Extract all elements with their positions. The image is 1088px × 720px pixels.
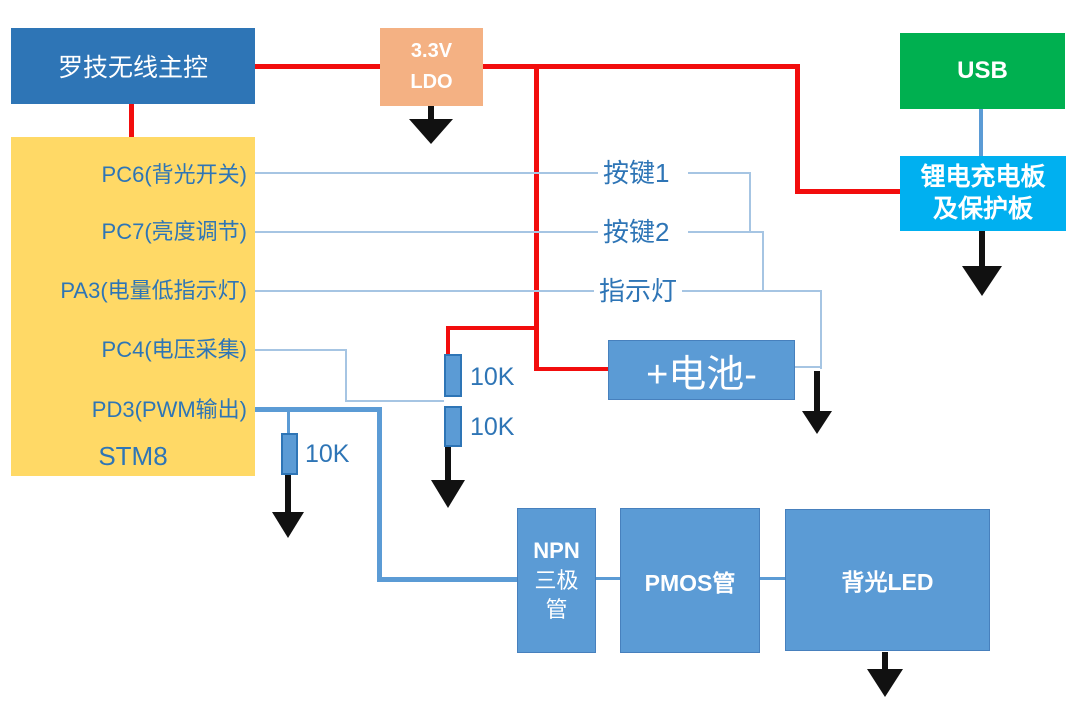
ground-stem [882,652,888,669]
wire-pwm-h1 [255,407,382,412]
wire-pwm-to-npn [377,577,517,582]
wire-indicator-right [680,290,822,292]
ground-stem [814,371,820,411]
ground-head [802,411,832,434]
wire-power-to-divider-h [446,326,539,330]
ground-head [962,266,1002,296]
ldo-line1: 3.3V [410,40,453,62]
ground-stem [285,475,291,512]
mcu-pin-pd3: PD3(PWM输出) [91,397,247,422]
battery-label: +电池- [646,353,757,396]
resistor-divider-top-value: 10K [470,363,515,391]
ground-head [431,480,465,508]
wire-power-branch-down [534,66,539,371]
wire-power-controller-ldo [255,64,380,69]
wire-pmos-led [760,577,785,580]
pmos-label: PMOS管 [644,569,736,596]
ground-head [272,512,304,538]
wire-indicator-down [820,290,822,369]
wire-pa3-left [255,290,596,292]
resistor-divider-bottom-value: 10K [470,413,515,441]
wire-button2-down [762,231,764,292]
mcu-pin-pc7: PC7(亮度调节) [101,219,247,244]
block-wireless-controller: 罗技无线主控 [11,28,255,104]
ground-stem [979,231,985,266]
wire-pc4-h1 [255,349,347,351]
led-label: 背光LED [841,569,934,595]
block-pmos: PMOS管 [620,508,760,653]
block-charger-board: 锂电充电板 及保护板 [900,156,1066,231]
wire-power-to-charger [795,189,900,194]
ground-arrow-icon-divider [431,447,465,508]
net-label-button2: 按键2 [598,217,675,247]
wire-power-to-divider-v [446,326,450,354]
resistor-pwm-pulldown [281,433,298,475]
block-backlight-led: 背光LED [785,509,990,651]
mcu-pin-pc4: PC4(电压采集) [101,337,247,362]
wire-pwm-down [377,407,382,582]
mcu-name-label: STM8 [98,441,168,471]
usb-label: USB [957,57,1008,84]
block-wireless-controller-label: 罗技无线主控 [57,54,208,82]
ground-stem [428,106,434,119]
wire-pc7-left [255,231,600,233]
resistor-pwm-pulldown-value: 10K [305,440,350,468]
ldo-line2: LDO [410,71,453,93]
resistor-divider-top [444,354,462,397]
mcu-pin-pa3: PA3(电量低指示灯) [60,278,247,303]
ground-arrow-icon-ldo [409,106,453,144]
wire-power-ldo-right [483,64,800,69]
resistor-divider-bottom [444,406,462,447]
wire-r3-stem [287,412,290,433]
net-label-button1: 按键1 [598,158,675,188]
block-ldo: 3.3V LDO [380,28,483,106]
block-usb: USB [900,33,1065,109]
block-battery: +电池- [608,340,795,400]
ground-arrow-icon-battery [802,371,832,434]
charger-line1: 锂电充电板 [920,163,1046,192]
wire-power-to-battery [536,367,608,371]
net-label-indicator: 指示灯 [594,276,683,306]
npn-line3: 管 [545,597,568,623]
wire-pc6-right [688,172,751,174]
wire-power-down-right [795,64,800,194]
ground-head [409,119,453,144]
ground-arrow-icon-pwm-pulldown [272,475,304,538]
wire-pc4-to-divider [345,400,444,402]
wire-pc7-right [688,231,764,233]
wire-usb-charger [979,109,983,156]
block-mcu-stm8: PC6(背光开关) PC7(亮度调节) PA3(电量低指示灯) PC4(电压采集… [11,137,255,476]
block-npn-transistor: NPN 三极 管 [517,508,596,653]
ground-head [867,669,903,697]
wire-npn-pmos [596,577,620,580]
ground-stem [445,447,451,480]
wire-controller-mcu [129,104,134,137]
wire-battery-neg [795,366,822,368]
ground-arrow-icon-charger [962,231,1002,296]
ground-arrow-icon-led [867,652,903,697]
npn-line2: 三极 [534,567,579,593]
mcu-pin-pc6: PC6(背光开关) [101,162,247,187]
wire-pc4-down [345,349,347,402]
charger-line2: 及保护板 [932,194,1033,223]
wire-button1-down [749,172,751,233]
wire-pc6-left [255,172,600,174]
npn-line1: NPN [533,537,580,563]
